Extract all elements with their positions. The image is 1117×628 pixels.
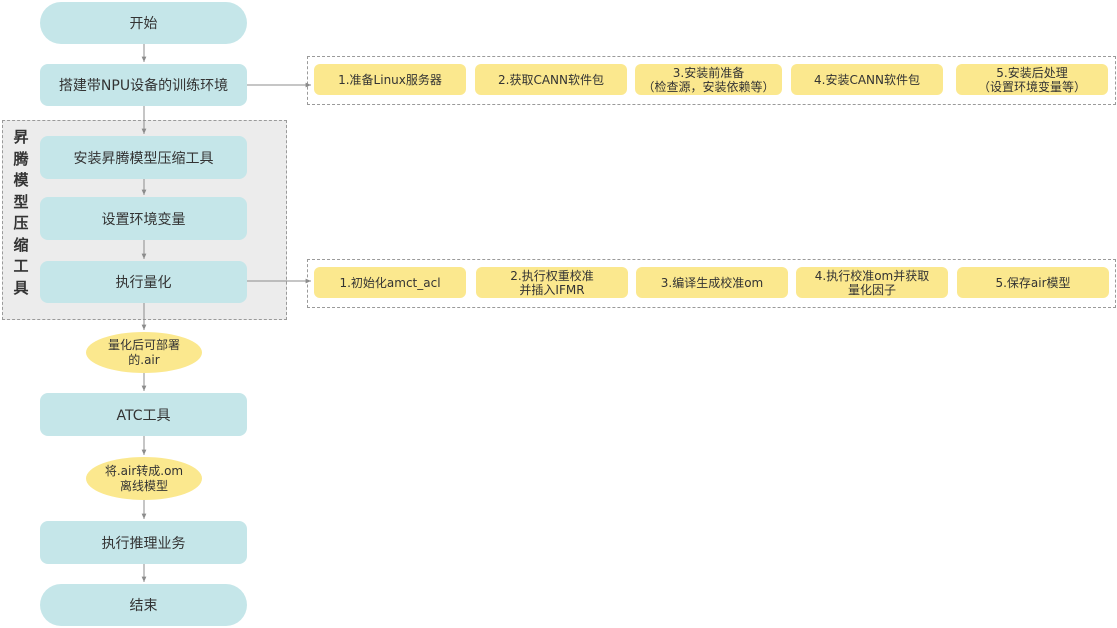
- quantize-step: 1.初始化amct_acl: [314, 267, 466, 298]
- prepare-step: 4.安装CANN软件包: [791, 64, 943, 95]
- group-label-char: 压: [13, 214, 29, 233]
- quantize-step: 2.执行权重校准 并插入IFMR: [476, 267, 628, 298]
- quantize-node: 执行量化: [40, 261, 247, 303]
- install-tool-node: 安装昇腾模型压缩工具: [40, 136, 247, 179]
- quantize-steps-container: [307, 259, 1116, 308]
- end-node: 结束: [40, 584, 247, 626]
- inference-node: 执行推理业务: [40, 521, 247, 564]
- group-label-char: 具: [13, 278, 29, 297]
- prepare-step: 1.准备Linux服务器: [314, 64, 466, 95]
- quantize-step: 5.保存air模型: [957, 267, 1109, 298]
- quantize-step: 4.执行校准om并获取 量化因子: [796, 267, 948, 298]
- air-output-ellipse: 量化后可部署 的.air: [86, 332, 202, 373]
- prepare-step: 5.安装后处理 （设置环境变量等）: [956, 64, 1108, 95]
- atc-node: ATC工具: [40, 393, 247, 436]
- quantize-step: 3.编译生成校准om: [636, 267, 788, 298]
- group-label: 昇 腾 模 型 压 缩 工 具: [10, 128, 32, 298]
- start-node: 开始: [40, 2, 247, 44]
- group-label-char: 昇: [13, 128, 29, 146]
- group-label-char: 工: [13, 257, 29, 276]
- prepare-step: 3.安装前准备 （检查源，安装依赖等）: [635, 64, 782, 95]
- group-label-char: 腾: [13, 149, 29, 168]
- group-label-char: 缩: [13, 235, 29, 254]
- prepare-steps-container: [307, 56, 1116, 105]
- group-label-char: 型: [13, 192, 29, 211]
- set-env-node: 设置环境变量: [40, 197, 247, 240]
- om-output-ellipse: 将.air转成.om 离线模型: [86, 457, 202, 500]
- group-label-char: 模: [13, 171, 29, 190]
- prepare-env-node: 搭建带NPU设备的训练环境: [40, 64, 247, 106]
- prepare-step: 2.获取CANN软件包: [475, 64, 627, 95]
